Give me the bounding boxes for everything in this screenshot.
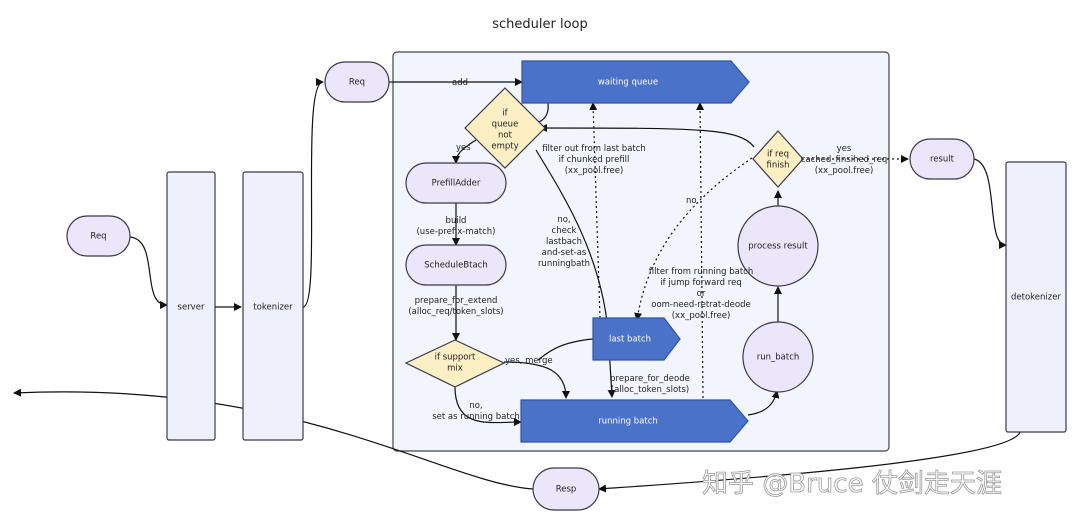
edge-no-set-running bbox=[454, 386, 522, 427]
if-queue-line-3: not bbox=[498, 131, 513, 141]
run-batch-label: run_batch bbox=[757, 353, 800, 363]
edge-lastbatch-merge bbox=[537, 338, 594, 361]
waiting-queue-node bbox=[521, 60, 750, 104]
resp-label: Resp bbox=[556, 485, 577, 495]
server-label: server bbox=[178, 303, 205, 313]
label-no-finish: no bbox=[686, 196, 697, 206]
label-prepare-extend-1: prepare_for_extend bbox=[415, 296, 498, 306]
label-no-set-running-1: no, bbox=[469, 401, 482, 411]
label-add: add bbox=[452, 78, 468, 88]
if-support-mix-line-1: if support bbox=[435, 353, 476, 363]
if-support-mix-line-2: mix bbox=[447, 364, 463, 374]
label-yes-cached-1: yes bbox=[837, 144, 852, 154]
edge-detok-to-resp bbox=[598, 431, 1021, 493]
resp-node bbox=[532, 467, 600, 511]
edge-loop-back bbox=[539, 124, 755, 148]
tokenizer-label: tokenizer bbox=[253, 303, 293, 313]
if-req-finish-diamond bbox=[752, 130, 804, 188]
if-req-finish-line-2: finish bbox=[767, 161, 790, 171]
edge-filter-running-batch bbox=[696, 102, 705, 399]
edge-req-to-server bbox=[129, 236, 168, 309]
detokenizer-node bbox=[1005, 161, 1067, 433]
label-build-1: build bbox=[446, 216, 467, 226]
label-filter-last-2: if chunked prefill bbox=[559, 155, 630, 165]
label-filter-last-3: (xx_pool.free) bbox=[565, 166, 624, 176]
req-top-label: Req bbox=[349, 78, 365, 88]
schedule-batch-label: ScheduleBtach bbox=[424, 261, 488, 271]
label-prepare-extend-2: (alloc_req/token_slots) bbox=[408, 307, 503, 317]
running-batch-node bbox=[520, 399, 749, 443]
waiting-queue-label: waiting queue bbox=[598, 78, 658, 88]
label-no-check-4: and-set-as bbox=[542, 248, 587, 258]
tokenizer-node bbox=[242, 171, 304, 441]
label-yes-cached-2: cached_finsihed_req bbox=[801, 155, 888, 165]
edge-result-to-detok bbox=[973, 158, 1007, 249]
edge-resp-out bbox=[13, 388, 534, 490]
result-label: result bbox=[930, 155, 955, 165]
diagram-title: scheduler loop bbox=[492, 17, 588, 32]
label-no-set-running-2: set as running batch bbox=[432, 412, 520, 422]
label-filter-running-4: oom-need-retrat-deode bbox=[651, 300, 750, 310]
label-no-check-2: check bbox=[552, 226, 577, 236]
if-queue-line-1: if bbox=[502, 109, 508, 119]
label-no-check-3: lastbach bbox=[546, 237, 582, 247]
label-filter-running-2: if jump forward req bbox=[660, 278, 741, 288]
label-filter-last-1: filter out from last batch bbox=[542, 144, 646, 154]
edge-to-run-batch bbox=[747, 390, 780, 416]
edge-filter-last-batch bbox=[589, 102, 601, 319]
label-yes-prefill: yes bbox=[456, 143, 471, 153]
result-node bbox=[909, 138, 975, 180]
req-left-node bbox=[66, 215, 131, 257]
if-queue-line-4: empty bbox=[491, 142, 518, 152]
label-yes-cached-3: (xx_pool.free) bbox=[815, 166, 874, 176]
label-build-2: (use-prefix-match) bbox=[416, 227, 495, 237]
edge-no-finish bbox=[634, 157, 753, 321]
prefill-adder-node bbox=[405, 162, 507, 204]
if-req-finish-line-1: if req bbox=[767, 150, 789, 160]
label-prepare-decode-2: (alloc_token_slots) bbox=[611, 385, 689, 395]
if-support-mix-diamond bbox=[404, 339, 506, 388]
schedule-batch-node bbox=[405, 244, 507, 286]
edge-tokenizer-to-req bbox=[302, 78, 324, 308]
process-result-label: process result bbox=[748, 242, 808, 252]
label-filter-running-1: filter from running batch bbox=[649, 267, 753, 277]
edge-yes-merge bbox=[503, 361, 570, 399]
label-yes-merge: yes, merge bbox=[505, 356, 553, 366]
label-filter-running-3: or bbox=[697, 289, 706, 299]
label-filter-running-5: (xx_pool.free) bbox=[672, 311, 731, 321]
running-batch-label: running batch bbox=[598, 417, 658, 427]
label-no-check-5: runningbath bbox=[538, 259, 590, 269]
req-left-label: Req bbox=[90, 232, 106, 242]
edge-no-check-lastbatch bbox=[535, 149, 616, 398]
if-queue-line-2: queue bbox=[492, 120, 519, 130]
server-node bbox=[166, 171, 216, 441]
label-no-check-1: no, bbox=[557, 215, 570, 225]
detokenizer-label: detokenizer bbox=[1011, 293, 1061, 303]
prefill-adder-label: PrefillAdder bbox=[432, 179, 481, 189]
run-batch-node bbox=[742, 321, 814, 393]
last-batch-label: last batch bbox=[609, 335, 651, 345]
req-top-node bbox=[324, 61, 390, 103]
last-batch-node bbox=[592, 317, 681, 361]
watermark: 知乎 @Bruce 仗剑走天涯 bbox=[702, 469, 1002, 499]
if-queue-not-empty-diamond bbox=[464, 87, 546, 169]
process-result-node bbox=[737, 205, 819, 287]
label-prepare-decode-1: prepare_for_deode bbox=[610, 374, 690, 384]
edge-yes-prefill bbox=[452, 139, 477, 164]
